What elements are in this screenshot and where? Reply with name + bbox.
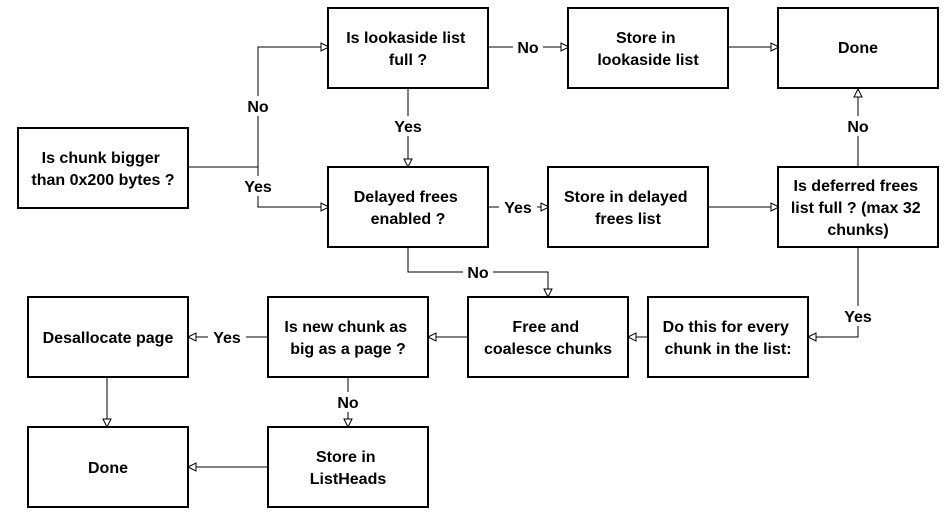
edge-label-page-yes: Yes: [208, 327, 246, 347]
node-store-listheads: Store in ListHeads: [267, 426, 429, 508]
edge-label-delayed-no-text: No: [467, 265, 489, 282]
node-deferred-full-check: Is deferred frees list full ? (max 32 ch…: [777, 166, 939, 248]
edge-label-deferred-no-text: No: [847, 119, 869, 136]
edge-label-deferred-yes: Yes: [839, 306, 877, 326]
edge-for-every-to-free: [626, 332, 648, 342]
edge-label-lookaside-no: No: [513, 37, 543, 57]
edge-label-page-yes-text: Yes: [213, 330, 241, 347]
node-page-size-check-label: Is new chunk as big as a page ?: [284, 319, 411, 358]
edge-free-to-page-check: [426, 332, 468, 342]
node-done-bottom-label: Done: [88, 460, 128, 477]
node-page-size-check: Is new chunk as big as a page ?: [267, 296, 429, 378]
edge-label-lookaside-no-text: No: [517, 40, 539, 57]
node-chunk-size-check-label: Is chunk bigger than 0x200 bytes ?: [31, 150, 174, 189]
edge-label-size-no: No: [244, 96, 274, 116]
edge-label-page-no-text: No: [337, 395, 359, 412]
node-store-delayed-frees: Store in delayed frees list: [547, 166, 709, 248]
node-free-coalesce: Free and coalesce chunks: [467, 296, 629, 378]
edge-label-page-no: No: [333, 392, 363, 412]
node-lookaside-full-check-label: Is lookaside list full ?: [346, 30, 470, 69]
node-done-top-label: Done: [838, 40, 878, 57]
node-store-lookaside-label: Store in lookaside list: [597, 30, 699, 69]
edge-label-delayed-no: No: [463, 262, 493, 282]
node-chunk-size-check: Is chunk bigger than 0x200 bytes ?: [17, 127, 189, 209]
node-deallocate-page-label: Desallocate page: [43, 330, 174, 347]
node-for-every-chunk: Do this for every chunk in the list:: [647, 296, 809, 378]
edge-label-deferred-no: No: [844, 116, 874, 136]
node-delayed-frees-check: Delayed frees enabled ?: [327, 166, 489, 248]
edge-deferred-to-for-every: [806, 248, 859, 342]
edge-label-size-yes: Yes: [239, 176, 277, 196]
node-for-every-chunk-label: Do this for every chunk in the list:: [663, 319, 794, 358]
edge-label-delayed-yes: Yes: [499, 197, 537, 217]
node-done-top: Done: [777, 7, 939, 89]
node-store-lookaside: Store in lookaside list: [567, 7, 729, 89]
edge-store-lookaside-to-done: [728, 42, 781, 52]
edge-label-lookaside-yes-text: Yes: [394, 119, 422, 136]
node-store-listheads-label: Store in ListHeads: [310, 449, 387, 488]
edge-listheads-to-done: [186, 462, 268, 472]
node-delayed-frees-check-label: Delayed frees enabled ?: [354, 189, 463, 228]
edge-label-lookaside-yes: Yes: [389, 116, 427, 136]
node-store-delayed-frees-label: Store in delayed frees list: [564, 189, 692, 228]
edge-label-delayed-yes-text: Yes: [504, 200, 532, 217]
edge-label-size-no-text: No: [247, 99, 269, 116]
node-deferred-full-check-label: Is deferred frees list full ? (max 32 ch…: [791, 178, 925, 239]
edge-deallocate-to-done: [102, 377, 112, 429]
node-lookaside-full-check: Is lookaside list full ?: [327, 7, 489, 89]
node-deallocate-page: Desallocate page: [27, 296, 189, 378]
edge-label-size-yes-text: Yes: [244, 179, 272, 196]
edge-label-deferred-yes-text: Yes: [844, 309, 872, 326]
node-free-coalesce-label: Free and coalesce chunks: [484, 319, 612, 358]
node-done-bottom: Done: [27, 426, 189, 508]
edge-store-delayed-to-deferred: [708, 202, 781, 212]
